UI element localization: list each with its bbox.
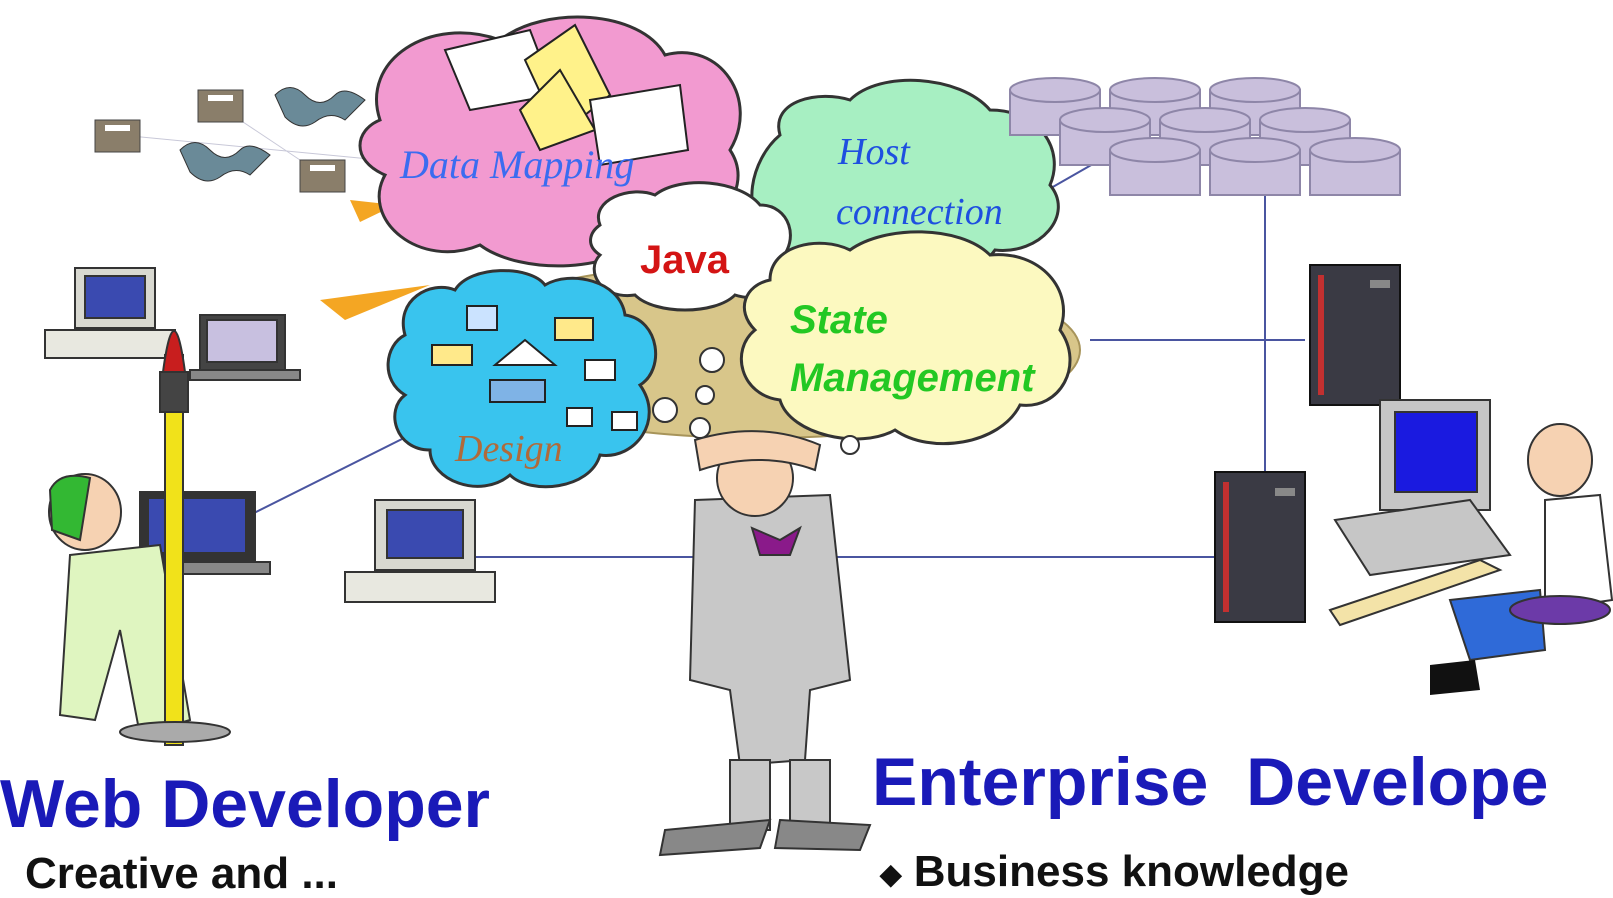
web-developer-figure bbox=[48, 330, 231, 746]
data-mapping-label: Data Mapping bbox=[400, 142, 635, 187]
host-label: Host bbox=[838, 131, 910, 173]
network-devices bbox=[94, 87, 366, 193]
design-cloud bbox=[386, 269, 657, 489]
web-bullet: Creative and ... bbox=[25, 849, 339, 898]
management-label: Management bbox=[790, 356, 1035, 400]
state-management-cloud bbox=[652, 230, 1072, 455]
server-icon bbox=[1214, 264, 1401, 623]
enterprise-bullet-text: Business knowledge bbox=[913, 847, 1350, 896]
diagram-icon bbox=[431, 305, 638, 431]
confused-developer-figure bbox=[658, 430, 872, 857]
design-label: Design bbox=[455, 428, 563, 470]
enterprise-developer-title: Enterprise Develope bbox=[872, 744, 1549, 820]
database-icon bbox=[1009, 77, 1401, 196]
connection-label: connection bbox=[836, 191, 1003, 233]
state-label: State bbox=[790, 298, 888, 342]
web-developer-title: Web Developer bbox=[0, 766, 491, 842]
enterprise-developer-figure bbox=[1328, 399, 1613, 695]
enterprise-bullet: ◆ Business knowledge bbox=[880, 850, 1349, 894]
document-icon bbox=[443, 23, 690, 167]
java-label: Java bbox=[640, 238, 729, 282]
